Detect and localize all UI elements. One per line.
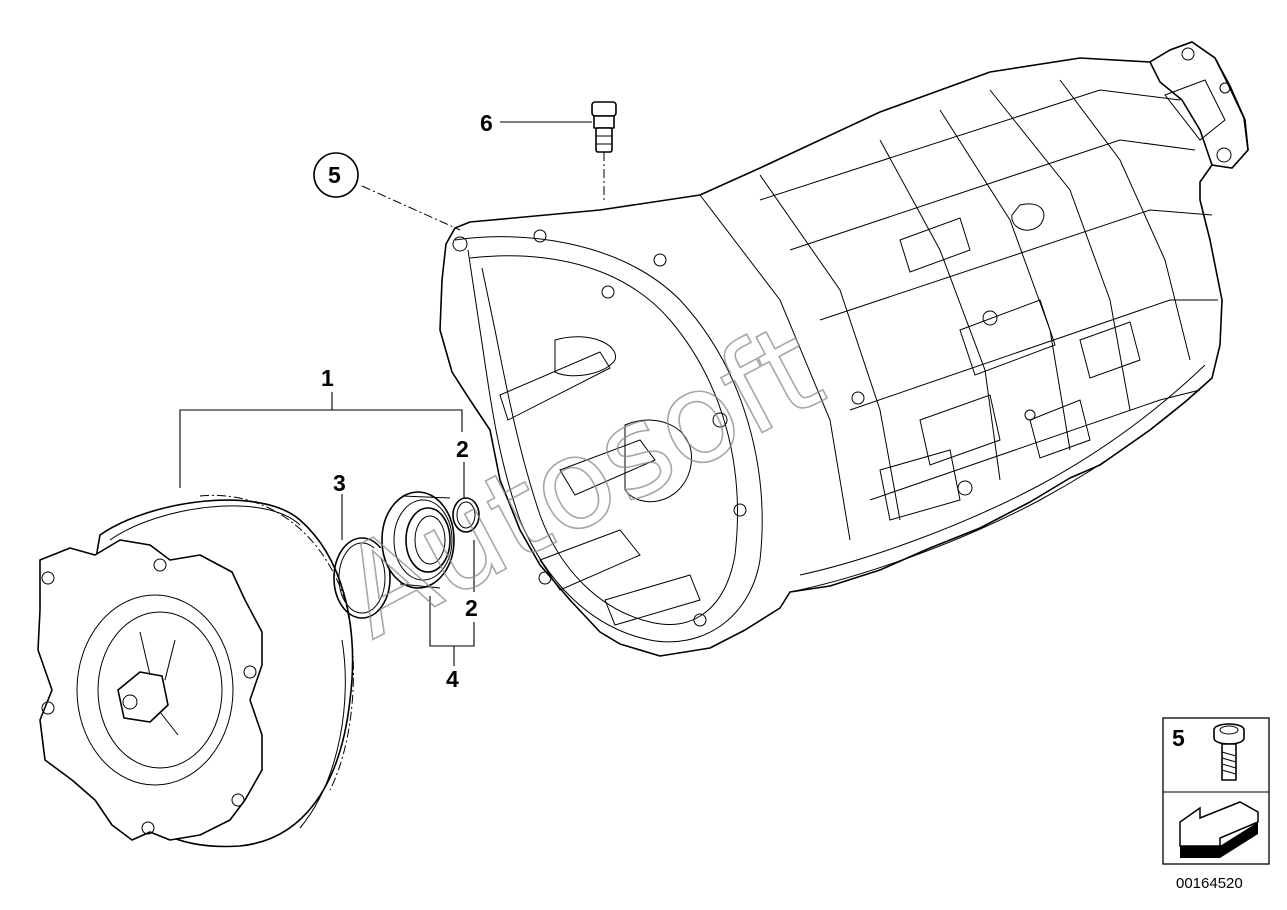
callout-3: 3 bbox=[333, 470, 346, 496]
o-ring bbox=[452, 497, 480, 533]
callout-1: 1 bbox=[321, 365, 334, 391]
screw-plug bbox=[591, 101, 617, 153]
circlip bbox=[333, 537, 391, 619]
legend-box: 5 bbox=[1162, 717, 1270, 865]
callout-4: 4 bbox=[446, 666, 459, 692]
direction-arrow-icon bbox=[1179, 801, 1259, 858]
leader-lines bbox=[179, 121, 605, 666]
seal-ring bbox=[381, 491, 455, 589]
callout-2-upper: 2 bbox=[456, 436, 469, 462]
document-number: 00164520 bbox=[1176, 875, 1243, 892]
torque-converter bbox=[37, 494, 354, 848]
callout-5-circle bbox=[313, 152, 359, 198]
transmission-housing bbox=[439, 41, 1249, 657]
callout-6: 6 bbox=[480, 110, 493, 136]
callout-5: 5 bbox=[328, 162, 341, 188]
callout-2-lower: 2 bbox=[465, 595, 478, 621]
callout-labels: 1 2 2 3 4 5 6 bbox=[313, 110, 493, 692]
legend-item-number: 5 bbox=[1172, 725, 1185, 751]
torx-bolt-icon bbox=[1213, 723, 1245, 781]
